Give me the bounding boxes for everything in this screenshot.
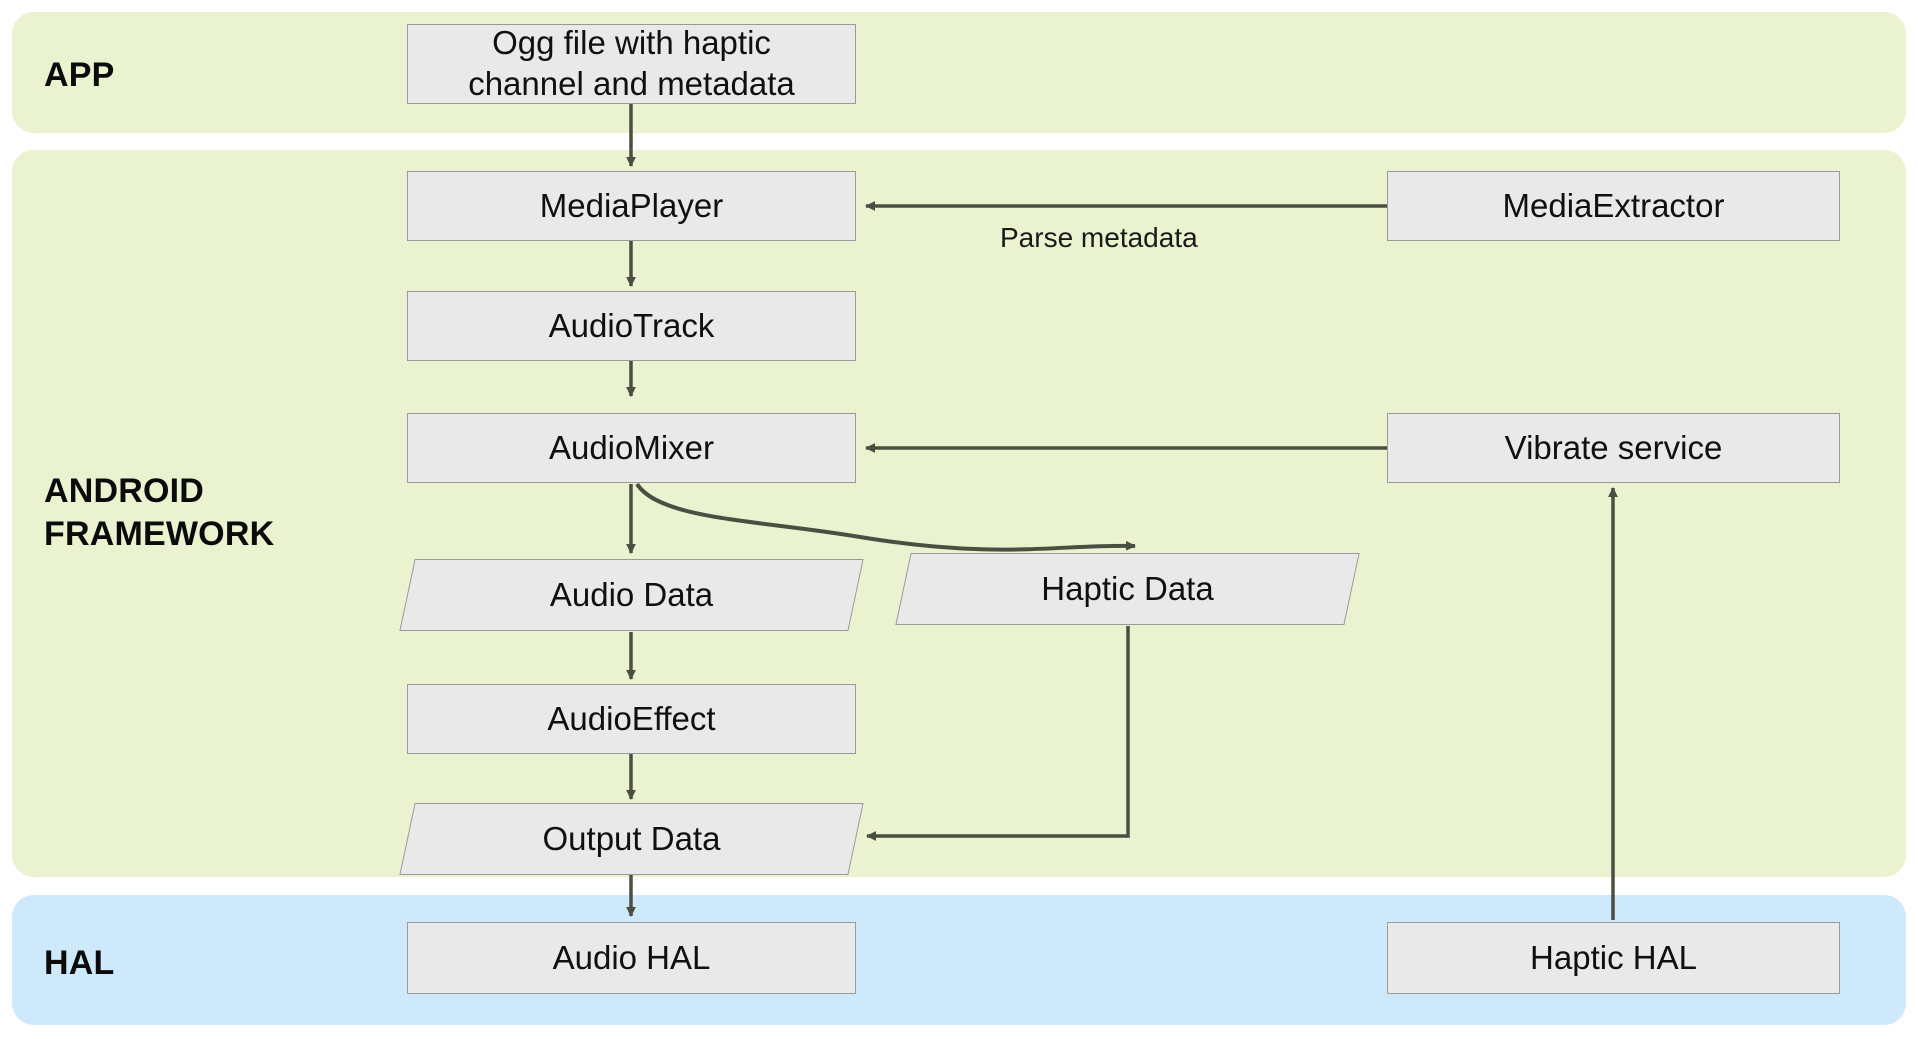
- node-haptic-hal[interactable]: Haptic HAL: [1387, 922, 1840, 994]
- band-label-app: APP: [44, 56, 115, 94]
- node-output-data-label: Output Data: [542, 819, 721, 857]
- band-app: [12, 12, 1906, 133]
- node-audio-data[interactable]: Audio Data: [399, 559, 864, 631]
- node-audio-hal[interactable]: Audio HAL: [407, 922, 856, 994]
- band-label-android-framework: ANDROID FRAMEWORK: [44, 470, 274, 555]
- node-vibrate-service[interactable]: Vibrate service: [1387, 413, 1840, 483]
- node-audio-track[interactable]: AudioTrack: [407, 291, 856, 361]
- node-audio-data-label: Audio Data: [549, 575, 714, 613]
- node-audio-mixer[interactable]: AudioMixer: [407, 413, 856, 483]
- node-ogg-file-line-1: Ogg file with haptic: [492, 24, 771, 62]
- band-label-line-2: FRAMEWORK: [44, 514, 275, 553]
- band-label-hal: HAL: [44, 944, 115, 982]
- band-label-line-1: ANDROID: [44, 472, 205, 510]
- node-ogg-file-line-2: channel and metadata: [468, 65, 795, 102]
- node-output-data[interactable]: Output Data: [399, 803, 864, 875]
- node-media-player[interactable]: MediaPlayer: [407, 171, 856, 241]
- node-haptic-data-label: Haptic Data: [1041, 569, 1214, 607]
- band-android-framework: [12, 150, 1906, 877]
- node-ogg-file[interactable]: Ogg file with haptic channel and metadat…: [407, 24, 856, 104]
- edge-label-parse-metadata: Parse metadata: [1000, 222, 1198, 253]
- node-media-extractor[interactable]: MediaExtractor: [1387, 171, 1840, 241]
- node-haptic-data[interactable]: Haptic Data: [895, 553, 1360, 625]
- node-audio-effect[interactable]: AudioEffect: [407, 684, 856, 754]
